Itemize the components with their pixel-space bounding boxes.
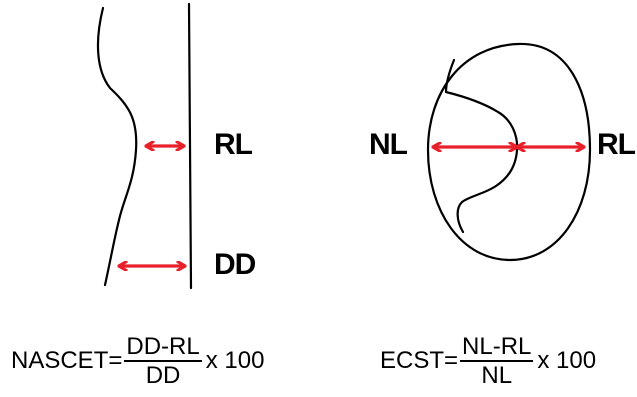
nascet-multiplier: x 100: [205, 347, 265, 375]
nascet-formula: NASCET = DD-RL DD x 100: [11, 334, 265, 390]
ecst-denominator: NL: [481, 362, 513, 390]
ecst-numerator: NL-RL: [460, 334, 534, 363]
ecst-fraction: NL-RL NL: [460, 334, 534, 390]
ecst-multiplier: x 100: [537, 347, 597, 375]
ecst-equals: =: [444, 347, 459, 375]
vessel-cross-section-outline: [426, 42, 592, 262]
ecst-name: ECST: [380, 347, 445, 375]
cross-section-view: [426, 42, 592, 262]
nascet-name: NASCET: [11, 347, 109, 375]
ecst-formula: ECST = NL-RL NL x 100: [380, 334, 597, 390]
dd-label: DD: [214, 248, 256, 281]
longitudinal-view: [96, 2, 193, 290]
vessel-outer-wall: [96, 6, 138, 287]
nascet-equals: =: [108, 347, 123, 375]
nascet-denominator: DD: [145, 362, 181, 390]
vessel-reference-wall: [187, 2, 193, 290]
nl-label: NL: [369, 128, 408, 161]
nascet-fraction: DD-RL DD: [124, 334, 202, 390]
nascet-numerator: DD-RL: [124, 334, 202, 363]
rl-label-cross-section: RL: [597, 128, 636, 161]
rl-label-longitudinal: RL: [214, 128, 253, 161]
